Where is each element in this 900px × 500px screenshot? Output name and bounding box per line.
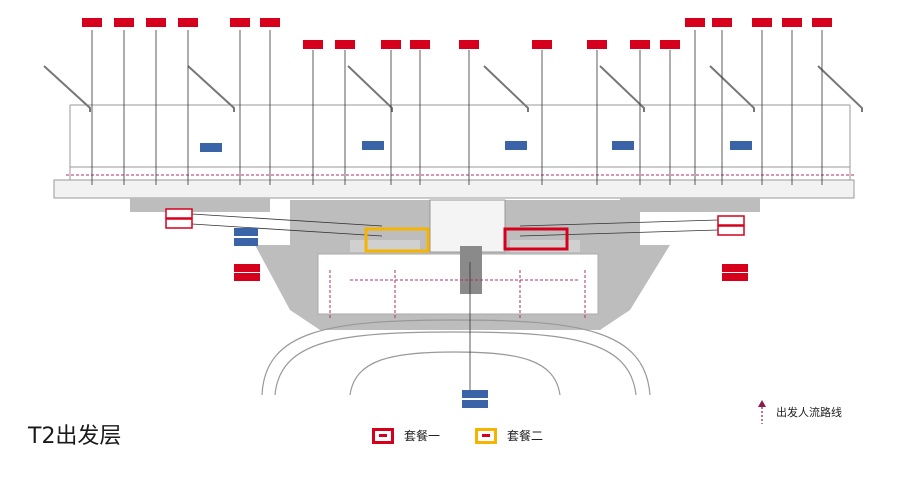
map-title: T2出发层 (28, 424, 122, 449)
concourse (53, 104, 855, 199)
side-red-tags (165, 208, 745, 236)
landside-roads (261, 319, 651, 396)
legend-zone2-label: 套餐二 (507, 429, 544, 443)
legend-flow: 出发人流路线 (758, 400, 842, 424)
zone1-highlight[interactable] (503, 227, 569, 251)
legend-zone1-swatch (372, 427, 394, 444)
side-red-tags-2 (234, 264, 748, 281)
jet-bridges (43, 65, 863, 112)
legend-flow-label: 出发人流路线 (776, 406, 842, 419)
legend-zone2: 套餐二 (475, 427, 543, 444)
legend-zone1: 套餐一 (372, 427, 440, 444)
blue-gate-tags (200, 141, 752, 408)
leader-lines (91, 30, 823, 390)
top-tags (82, 18, 832, 49)
legend-zone2-swatch (475, 427, 497, 444)
flow-lines (66, 174, 855, 320)
central-building (130, 198, 760, 330)
legend-zone1-label: 套餐一 (404, 429, 441, 443)
zone2-highlight[interactable] (364, 227, 430, 253)
flow-arrow-icon (758, 400, 766, 424)
